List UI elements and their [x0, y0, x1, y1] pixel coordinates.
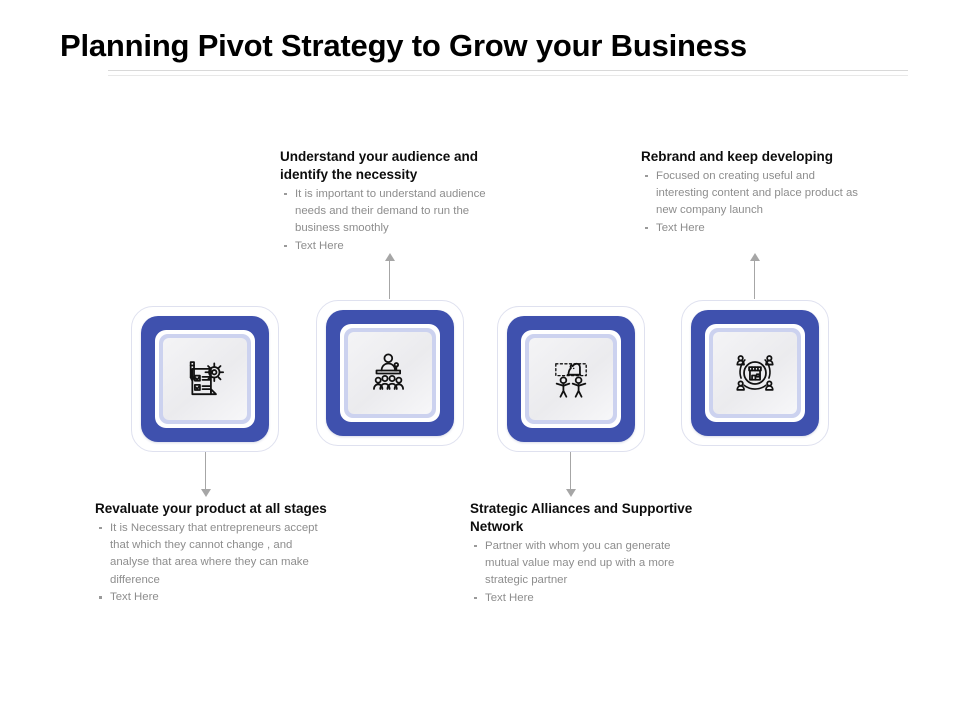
step-card-alliances[interactable] [497, 306, 645, 452]
block-heading-audience: Understand your audience and identify th… [280, 149, 479, 182]
connector-arrow-up-audience [383, 253, 397, 299]
arrow-head-down-icon [566, 489, 576, 497]
icon-panel [713, 332, 797, 414]
text-block-audience: Understand your audience and identify th… [280, 148, 510, 255]
title-divider [108, 70, 908, 76]
bullet-list-audience: It is important to understand audience n… [280, 186, 510, 255]
connector-arrow-up-rebrand [748, 253, 762, 299]
step-card-rebrand[interactable] [681, 300, 829, 446]
card-ring-lavender [159, 334, 251, 424]
icon-panel [348, 332, 432, 414]
block-heading-rebrand: Rebrand and keep developing [641, 149, 834, 164]
card-ring-lavender [525, 334, 617, 424]
icon-panel [529, 338, 613, 420]
page-title: Planning Pivot Strategy to Grow your Bus… [60, 28, 747, 63]
bullet-item: Focused on creating useful and interesti… [641, 168, 866, 220]
card-ring-white [705, 324, 805, 422]
arrow-head-up-icon [385, 253, 395, 261]
step-card-revaluate[interactable] [131, 306, 279, 452]
text-block-revaluate: Revaluate your product at all stages It … [95, 500, 330, 606]
card-ring-lavender [344, 328, 436, 418]
step-card-audience[interactable] [316, 300, 464, 446]
card-ring-lavender [709, 328, 801, 418]
block-heading-alliances: Strategic Alliances and Supportive Netwo… [470, 501, 693, 534]
block-heading-revaluate: Revaluate your product at all stages [95, 501, 327, 516]
bullet-item: Text Here [280, 238, 510, 255]
bullet-list-alliances: Partner with whom you can generate mutua… [470, 538, 695, 607]
card-ring-blue [141, 316, 269, 442]
checklist-gear-icon [189, 361, 225, 396]
icon-panel [163, 338, 247, 420]
arrow-head-up-icon [750, 253, 760, 261]
card-ring-blue [326, 310, 454, 436]
text-block-rebrand: Rebrand and keep developing Focused on c… [641, 148, 866, 237]
connector-stem [754, 260, 756, 299]
card-ring-blue [691, 310, 819, 436]
connector-arrow-down-revaluate [199, 452, 213, 497]
card-ring-white [340, 324, 440, 422]
connector-stem [389, 260, 391, 299]
bullet-item: Text Here [95, 589, 330, 606]
bullet-item: Text Here [641, 220, 866, 237]
bullet-list-revaluate: It is Necessary that entrepreneurs accep… [95, 520, 330, 607]
card-ring-white [155, 330, 255, 428]
presenter-audience-icon [373, 353, 404, 390]
bullet-item: Text Here [470, 590, 695, 607]
connector-arrow-down-alliances [564, 452, 578, 497]
connector-stem [205, 452, 207, 490]
arrow-head-down-icon [201, 489, 211, 497]
partners-chess-knight-icon [555, 362, 587, 398]
connector-stem [570, 452, 572, 490]
bullet-item: It is important to understand audience n… [280, 186, 510, 238]
card-ring-white [521, 330, 621, 428]
text-block-alliances: Strategic Alliances and Supportive Netwo… [470, 500, 695, 607]
bullet-list-rebrand: Focused on creating useful and interesti… [641, 168, 866, 237]
bullet-item: It is Necessary that entrepreneurs accep… [95, 520, 330, 589]
bullet-item: Partner with whom you can generate mutua… [470, 538, 695, 590]
card-ring-blue [507, 316, 635, 442]
storefront-network-icon [736, 355, 774, 391]
